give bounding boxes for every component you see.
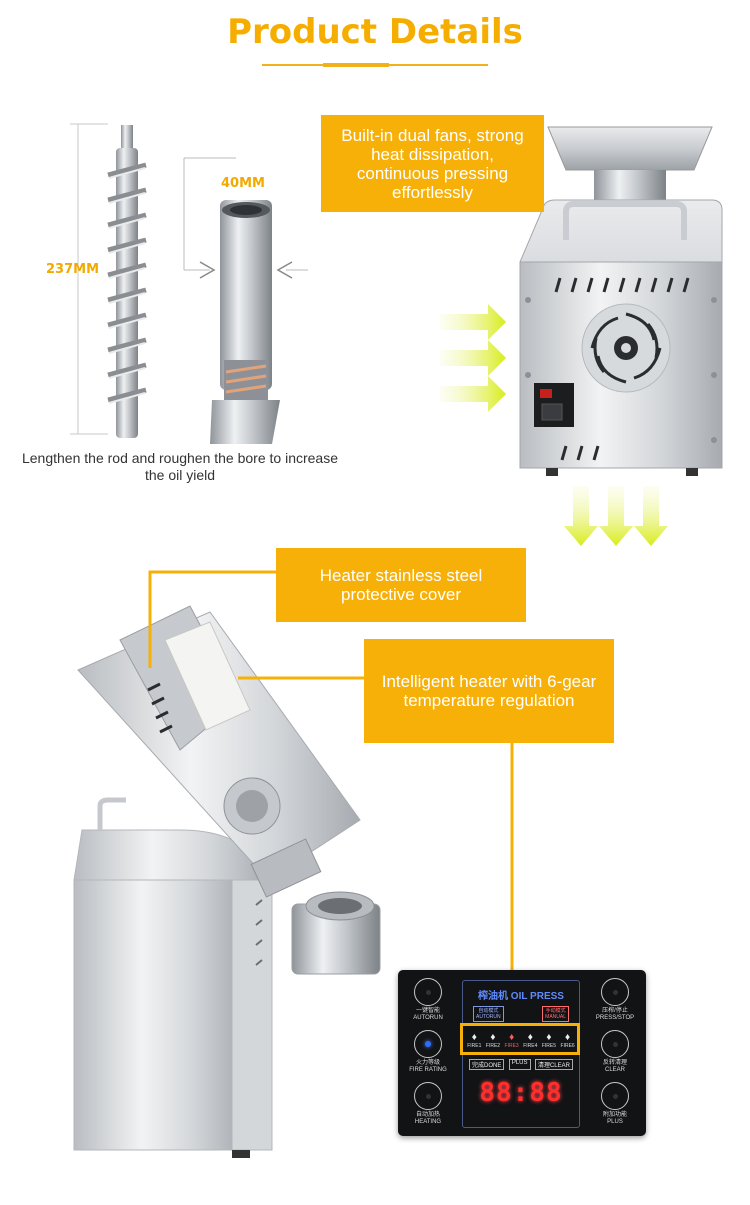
press-bore-image: [183, 157, 308, 444]
segment-display: 88:88: [479, 1078, 563, 1108]
plus-button[interactable]: 附加功能 PLUS: [590, 1082, 640, 1134]
airflow-in-arrows: [440, 304, 506, 412]
press-stop-label-en: PRESS/STOP: [595, 1015, 635, 1021]
press-stop-button[interactable]: 压榨/停止 PRESS/STOP: [590, 978, 640, 1030]
fire-level-2: ♦FIRE2: [485, 1032, 501, 1049]
plus-label-en: PLUS: [607, 1119, 623, 1125]
screw-shaft-image: [70, 123, 147, 438]
panel-screen: 榨油机 OIL PRESS 自动模式 AUTORUN 手动模式 MANUAL ♦…: [462, 980, 580, 1128]
panel-title: 榨油机 OIL PRESS: [463, 987, 579, 1002]
panel-title-cn: 榨油机: [478, 991, 509, 1002]
panel-title-en: OIL PRESS: [510, 991, 564, 1002]
fire-rating-button[interactable]: 火力等级 FIRE RATING: [408, 1030, 448, 1082]
fire-level-1: ♦FIRE1: [467, 1032, 482, 1049]
fire-rating-label-cn: 火力等级: [415, 1060, 440, 1066]
open-heater-machine-image: [73, 605, 381, 1158]
plus-label-cn: 附加功能: [602, 1112, 627, 1118]
fire-level-5: ♦FIRE5: [541, 1032, 557, 1049]
press-stop-label-cn: 压榨/停止: [602, 1008, 628, 1014]
right-button-column: 压榨/停止 PRESS/STOP 反转清理 CLEAR 附加功能 PLUS: [590, 978, 640, 1134]
heater-cover-callout: Heater stainless steel protective cover: [276, 548, 526, 622]
fire-level-highlight: [460, 1023, 580, 1055]
fire-level-6: ♦FIRE6: [560, 1032, 575, 1049]
clear-indicator: 清理CLEAR: [534, 1059, 573, 1070]
heater-regulation-callout: Intelligent heater with 6-gear temperatu…: [364, 639, 614, 743]
heating-label-en: HEATING: [414, 1119, 442, 1125]
flame-icon: ♦: [565, 1032, 571, 1043]
mode-row: 自动模式 AUTORUN 手动模式 MANUAL: [463, 1006, 579, 1022]
fire-level-3: ♦FIRE3: [504, 1032, 519, 1049]
bore-diameter-label: 40MM: [221, 176, 265, 191]
fire-level-row: ♦FIRE1 ♦FIRE2 ♦FIRE3 ♦FIRE4 ♦FIRE5 ♦FIRE…: [463, 1032, 579, 1049]
flame-icon: ♦: [509, 1032, 515, 1043]
fire-level-4: ♦FIRE4: [523, 1032, 538, 1049]
autorun-label-cn: 一键智能: [415, 1008, 440, 1014]
flame-icon: ♦: [546, 1032, 552, 1043]
fire-rating-label-en: FIRE RATING: [409, 1067, 447, 1073]
clear-label-cn: 反转清理: [602, 1060, 627, 1066]
dual-fans-callout: Built-in dual fans, strong heat dissipat…: [321, 115, 544, 212]
left-button-column: 一键智能 AUTORUN 火力等级 FIRE RATING 自动加热 HEATI…: [408, 978, 448, 1134]
screw-length-label: 237MM: [46, 262, 100, 277]
done-indicator: 完成DONE: [469, 1059, 505, 1070]
plus-indicator: PLUS: [508, 1059, 531, 1070]
heating-label-cn: 自动加热: [415, 1112, 440, 1118]
screw-caption: Lengthen the rod and roughen the bore to…: [21, 450, 339, 483]
manual-mode-indicator: 手动模式 MANUAL: [542, 1006, 569, 1022]
flame-icon: ♦: [527, 1032, 533, 1043]
page-title: Product Details: [227, 12, 523, 52]
heating-button[interactable]: 自动加热 HEATING: [408, 1082, 448, 1134]
flame-icon: ♦: [471, 1032, 477, 1043]
flame-icon: ♦: [490, 1032, 496, 1043]
status-row: 完成DONE PLUS 清理CLEAR: [463, 1059, 579, 1070]
airflow-out-arrows: [564, 486, 668, 546]
autorun-label-en: AUTORUN: [413, 1015, 443, 1021]
clear-button[interactable]: 反转清理 CLEAR: [590, 1030, 640, 1082]
clear-label-en: CLEAR: [604, 1067, 625, 1073]
oil-press-machine-image: [519, 126, 723, 476]
autorun-button[interactable]: 一键智能 AUTORUN: [408, 978, 448, 1030]
control-panel: 一键智能 AUTORUN 火力等级 FIRE RATING 自动加热 HEATI…: [398, 970, 646, 1136]
auto-mode-indicator: 自动模式 AUTORUN: [473, 1006, 504, 1022]
title-underline-accent: [323, 63, 389, 67]
